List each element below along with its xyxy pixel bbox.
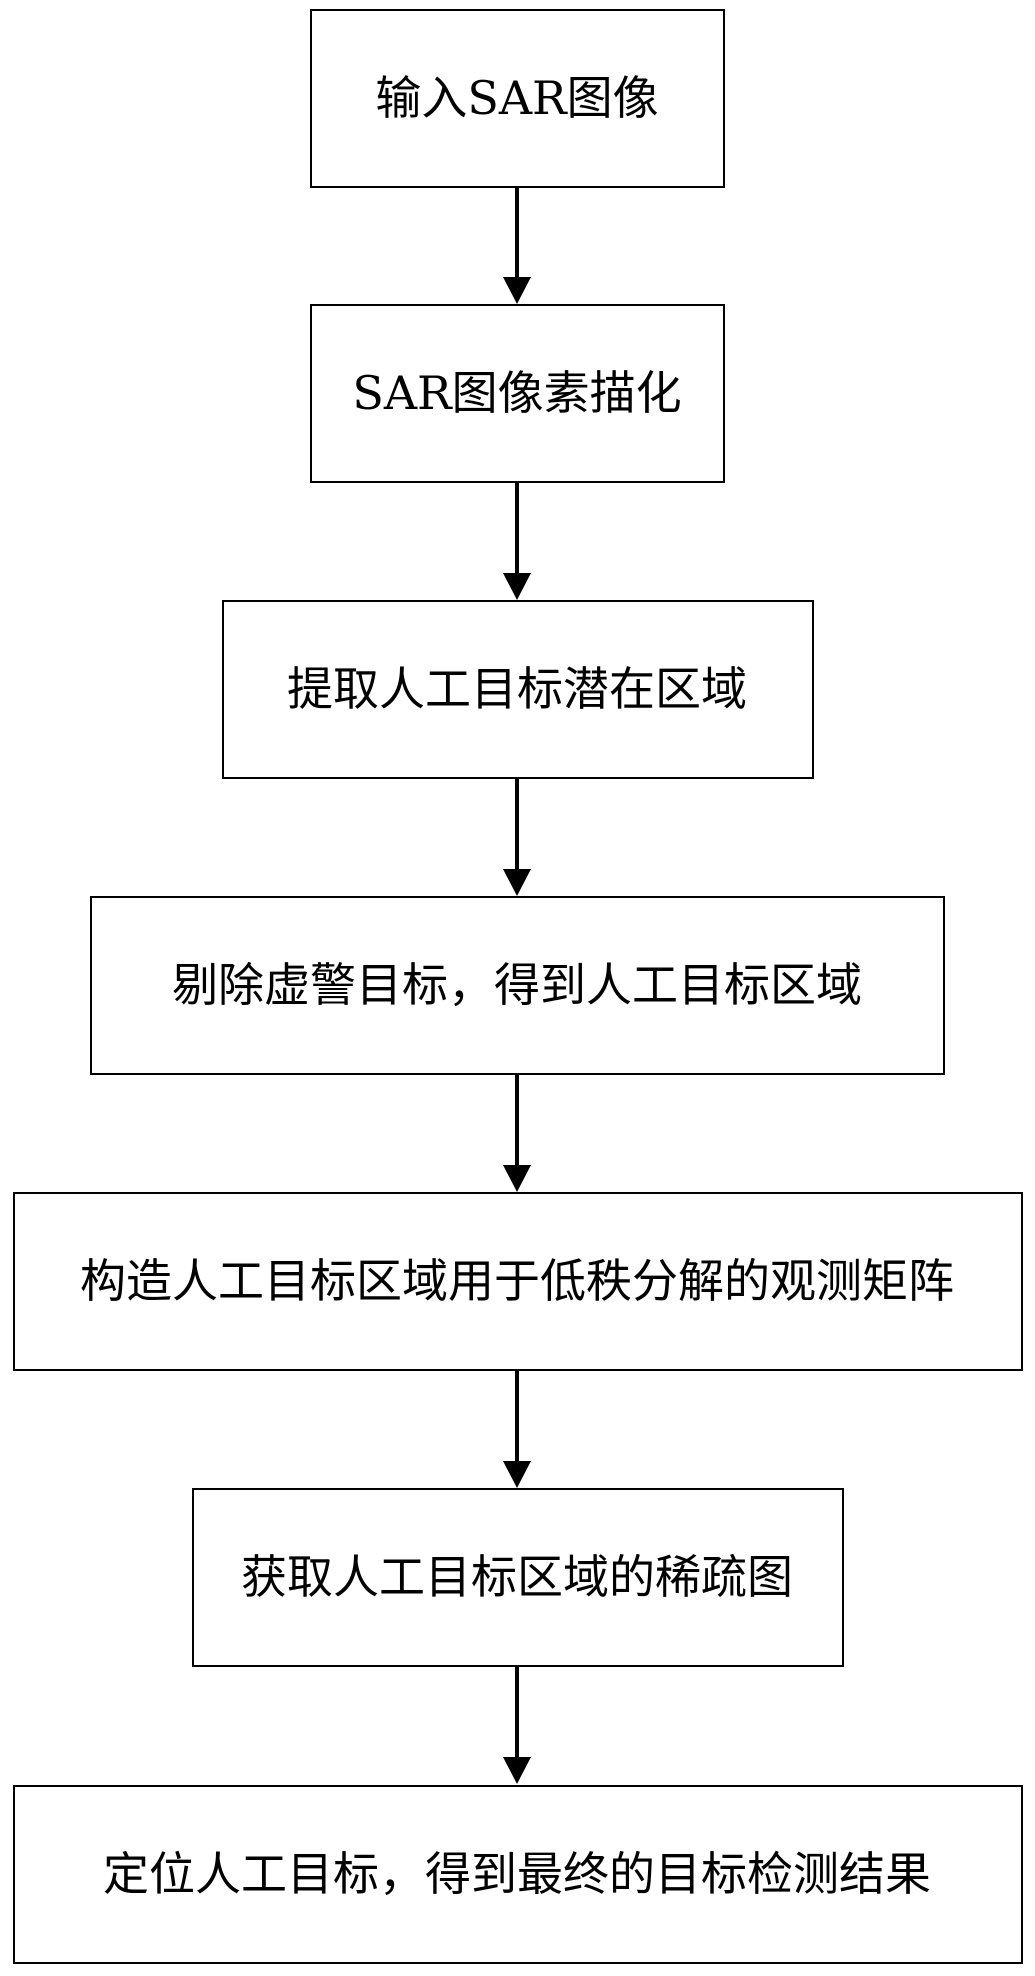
step-box xyxy=(90,896,945,1075)
step-locate-targets: 定位人工目标，得到最终的目标检测结果 xyxy=(13,1785,1023,1964)
arrowhead-icon xyxy=(503,1757,531,1784)
arrow-6-to-7 xyxy=(503,1666,531,1784)
step-box xyxy=(192,1488,844,1667)
step-box xyxy=(310,304,725,483)
arrow-3-to-4 xyxy=(503,778,531,896)
step-box xyxy=(222,600,814,779)
arrowhead-icon xyxy=(503,573,531,600)
step-label: 构造人工目标区域用于低秩分解的观测矩阵 xyxy=(80,1254,954,1308)
step-box xyxy=(13,1785,1023,1964)
step-obtain-sparse-map: 获取人工目标区域的稀疏图 xyxy=(192,1488,844,1667)
arrow-5-to-6 xyxy=(503,1370,531,1488)
arrow-1-to-2 xyxy=(503,187,531,304)
step-remove-false-alarms: 剔除虚警目标，得到人工目标区域 xyxy=(90,896,945,1075)
arrowhead-icon xyxy=(503,277,531,304)
arrowhead-icon xyxy=(503,1165,531,1192)
step-label: 获取人工目标区域的稀疏图 xyxy=(241,1550,793,1604)
step-label: 提取人工目标潜在区域 xyxy=(287,662,747,716)
step-construct-observation-matrix: 构造人工目标区域用于低秩分解的观测矩阵 xyxy=(13,1192,1023,1371)
step-box xyxy=(13,1192,1023,1371)
arrowhead-icon xyxy=(503,869,531,896)
step-box xyxy=(310,9,725,188)
step-label: 输入SAR图像 xyxy=(375,71,658,125)
step-label: 剔除虚警目标，得到人工目标区域 xyxy=(172,958,862,1012)
step-extract-potential-regions: 提取人工目标潜在区域 xyxy=(222,600,814,779)
step-label: 定位人工目标，得到最终的目标检测结果 xyxy=(103,1847,931,1901)
arrow-4-to-5 xyxy=(503,1074,531,1192)
step-input-sar-image: 输入SAR图像 xyxy=(310,9,725,188)
step-sar-image-sketch: SAR图像素描化 xyxy=(310,304,725,483)
arrowhead-icon xyxy=(503,1461,531,1488)
step-label: SAR图像素描化 xyxy=(352,366,681,420)
arrow-2-to-3 xyxy=(503,482,531,600)
